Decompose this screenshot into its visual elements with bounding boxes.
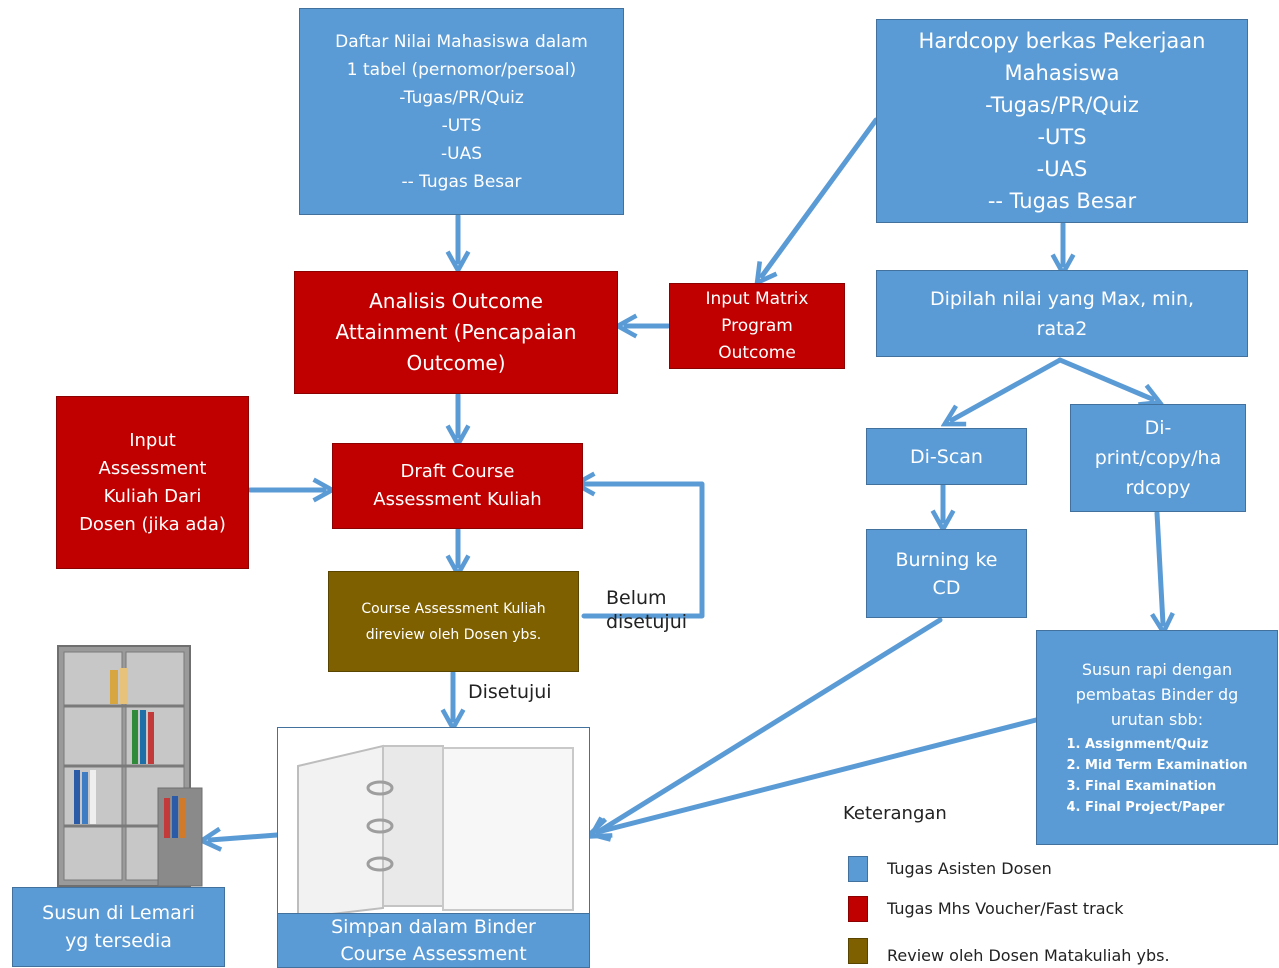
arrow-hardcopy-to-matrix bbox=[762, 117, 879, 276]
susun-rapi-box: Susun rapi dengan pembatas Binder dg uru… bbox=[1036, 630, 1278, 845]
draft-line: Draft Course bbox=[400, 461, 515, 482]
daftar-nilai-line: -UAS bbox=[441, 143, 482, 164]
diprint-line: print/copy/ha bbox=[1094, 447, 1222, 469]
input-assessment-line: Assessment bbox=[98, 457, 207, 479]
hardcopy-line: -Tugas/PR/Quiz bbox=[985, 93, 1139, 117]
binder-order-item: 2. Mid Term Examination bbox=[1066, 758, 1248, 773]
burning-line: Burning ke bbox=[895, 548, 998, 571]
hardcopy-line: Mahasiswa bbox=[1004, 61, 1120, 85]
belum-line: Belum bbox=[606, 587, 667, 609]
draft-line: Assessment Kuliah bbox=[373, 489, 542, 510]
input-assessment-line: Input bbox=[129, 429, 176, 451]
susun-lemari-line: Susun di Lemari bbox=[42, 902, 195, 924]
burning-line: CD bbox=[932, 576, 961, 599]
daftar-nilai-line: Daftar Nilai Mahasiswa dalam bbox=[335, 31, 588, 52]
daftar-nilai-box: Daftar Nilai Mahasiswa dalam 1 tabel (pe… bbox=[299, 8, 624, 215]
draft-course-box: Draft Course Assessment Kuliah bbox=[332, 443, 583, 529]
binder-image bbox=[297, 744, 574, 920]
susun-rapi-line: Susun rapi dengan bbox=[1081, 660, 1233, 679]
review-line: Course Assessment Kuliah bbox=[361, 600, 546, 617]
disetujui-label: Disetujui bbox=[468, 681, 552, 703]
dipilah-line: rata2 bbox=[1036, 317, 1088, 340]
simpan-line: Simpan dalam Binder bbox=[331, 915, 536, 938]
susun-rapi-line: pembatas Binder dg bbox=[1075, 685, 1239, 704]
dipilah-line: Dipilah nilai yang Max, min, bbox=[929, 287, 1195, 310]
analisis-line: Attainment (Pencapaian bbox=[335, 320, 577, 344]
review-line: direview oleh Dosen ybs. bbox=[365, 626, 542, 643]
burning-box: Burning ke CD bbox=[866, 529, 1027, 618]
legend-label: Tugas Asisten Dosen bbox=[887, 859, 1052, 878]
legend-swatch-review bbox=[848, 938, 868, 964]
hardcopy-line: -UAS bbox=[1036, 157, 1088, 181]
legend-swatch-mhs bbox=[848, 896, 868, 922]
analisis-outcome-box: Analisis Outcome Attainment (Pencapaian … bbox=[294, 271, 618, 394]
legend-label: Review oleh Dosen Matakuliah ybs. bbox=[887, 946, 1170, 965]
review-box: Course Assessment Kuliah direview oleh D… bbox=[328, 571, 579, 672]
daftar-nilai-line: 1 tabel (pernomor/persoal) bbox=[346, 59, 577, 80]
input-matrix-line: Outcome bbox=[718, 342, 796, 363]
arrow-susun-to-simpan bbox=[598, 717, 1039, 832]
legend-label: Tugas Mhs Voucher/Fast track bbox=[887, 899, 1124, 918]
daftar-nilai-line: -Tugas/PR/Quiz bbox=[399, 87, 524, 108]
analisis-line: Outcome) bbox=[406, 351, 506, 375]
hardcopy-line: -- Tugas Besar bbox=[987, 189, 1137, 213]
simpan-binder-box: Simpan dalam Binder Course Assessment bbox=[277, 727, 590, 968]
legend-swatch-asisten bbox=[848, 856, 868, 882]
belum-line: disetujui bbox=[606, 611, 688, 633]
binder-order-list: 1. Assignment/Quiz 2. Mid Term Examinati… bbox=[1066, 734, 1247, 818]
dipilah-box: Dipilah nilai yang Max, min, rata2 bbox=[876, 270, 1248, 357]
daftar-nilai-line: -- Tugas Besar bbox=[401, 171, 522, 192]
input-matrix-box: Input Matrix Program Outcome bbox=[669, 283, 845, 369]
discan-box: Di-Scan bbox=[866, 428, 1027, 485]
cabinet-image bbox=[57, 645, 203, 887]
input-assessment-line: Kuliah Dari bbox=[103, 485, 202, 507]
analisis-line: Analisis Outcome bbox=[369, 289, 543, 313]
susun-lemari-box: Susun di Lemari yg tersedia bbox=[12, 887, 225, 967]
hardcopy-line: Hardcopy berkas Pekerjaan bbox=[918, 29, 1206, 53]
diprint-line: Di- bbox=[1144, 417, 1172, 439]
binder-order-item: 3. Final Examination bbox=[1066, 779, 1217, 794]
simpan-line: Course Assessment bbox=[340, 942, 527, 965]
input-matrix-line: Program bbox=[721, 315, 793, 336]
binder-order-item: 1. Assignment/Quiz bbox=[1066, 737, 1209, 752]
belum-disetujui-label: Belum disetujui bbox=[606, 586, 687, 634]
arrow-belum-feedback bbox=[584, 484, 705, 619]
diprint-box: Di- print/copy/ha rdcopy bbox=[1070, 404, 1246, 512]
daftar-nilai-line: -UTS bbox=[441, 115, 482, 136]
hardcopy-box: Hardcopy berkas Pekerjaan Mahasiswa -Tug… bbox=[876, 19, 1248, 223]
legend-title: Keterangan bbox=[843, 803, 947, 824]
hardcopy-line: -UTS bbox=[1037, 125, 1087, 149]
arrow-dipilah-to-diprint bbox=[1057, 357, 1152, 399]
arrow-burning-to-simpan bbox=[598, 617, 943, 832]
input-matrix-line: Input Matrix bbox=[705, 288, 809, 309]
binder-order-item: 4. Final Project/Paper bbox=[1066, 800, 1225, 815]
input-assessment-line: Dosen (jika ada) bbox=[79, 513, 226, 535]
arrow-dipilah-to-discan bbox=[952, 357, 1063, 420]
susun-rapi-line: urutan sbb: bbox=[1110, 710, 1204, 729]
simpan-binder-label: Simpan dalam Binder Course Assessment bbox=[277, 913, 590, 968]
arrow-diprint-to-susun bbox=[1157, 510, 1163, 624]
susun-lemari-line: yg tersedia bbox=[65, 930, 172, 952]
arrow-simpan-to-lemari bbox=[210, 835, 280, 840]
discan-line: Di-Scan bbox=[910, 445, 983, 468]
input-assessment-box: Input Assessment Kuliah Dari Dosen (jika… bbox=[56, 396, 249, 569]
diprint-line: rdcopy bbox=[1125, 477, 1191, 499]
